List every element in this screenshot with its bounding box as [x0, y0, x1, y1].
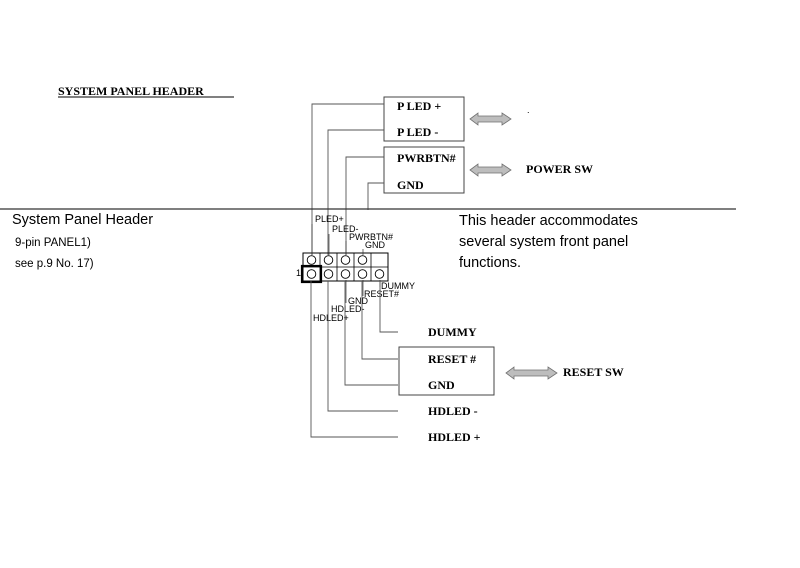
power-sw-double-arrow-icon — [469, 163, 512, 177]
pin-label-gnd-bottom: GND — [348, 296, 369, 306]
manual-subtitle-panel: 9-pin PANEL1) — [15, 237, 91, 249]
pin-label-gnd-top: GND — [365, 240, 386, 250]
reset-sw-double-arrow-icon — [505, 366, 558, 380]
bottom-wires — [310, 281, 398, 438]
description-line-3: functions. — [459, 255, 521, 271]
pin-label-pled-plus: PLED+ — [315, 214, 344, 224]
pin-gnd-bottom — [340, 269, 351, 279]
pwrbtn-label: PWRBTN# — [397, 151, 456, 165]
hdled-plus-label: HDLED + — [428, 430, 481, 444]
pin-header — [300, 252, 389, 284]
description-line-1: This header accommodates — [459, 213, 638, 229]
pwrbtn-connector-box — [383, 146, 465, 194]
description-line-2: several system front panel — [459, 234, 628, 250]
pin-hdled-plus — [306, 269, 317, 279]
manual-heading: System Panel Header — [12, 212, 153, 228]
pin-label-reset: RESET# — [364, 289, 399, 299]
pin-reset — [357, 269, 368, 279]
pled-plus-label: P LED + — [397, 99, 441, 113]
pin-label-hdled-plus: HDLED+ — [313, 313, 349, 323]
pin-label-hdled-minus: HDLED- — [331, 304, 365, 314]
pled-double-arrow-icon — [469, 112, 512, 126]
pin-one-marker — [300, 264, 323, 284]
pin-pled-minus — [323, 255, 334, 265]
manual-subtitle-ref: see p.9 No. 17) — [15, 258, 94, 270]
stray-mark: . — [527, 105, 530, 115]
pin-label-pwrbtn: PWRBTN# — [349, 232, 393, 242]
pin-label-dummy: DUMMY — [381, 281, 415, 291]
pin-pwrbtn — [340, 255, 351, 265]
reset-connector-box — [398, 346, 495, 396]
gnd-label-top: GND — [397, 178, 424, 192]
dummy-label: DUMMY — [428, 325, 477, 339]
pin-gnd-top — [357, 255, 368, 265]
pled-connector-box — [383, 96, 465, 142]
top-wires — [311, 103, 384, 255]
page-title: SYSTEM PANEL HEADER — [58, 84, 204, 98]
hdled-minus-label: HDLED - — [428, 404, 478, 418]
power-sw-label: POWER SW — [526, 162, 593, 176]
pin-label-pled-minus: PLED- — [332, 224, 359, 234]
top-pin-labels: PLED+ PLED- PWRBTN# GND — [311, 214, 393, 255]
pin-pled-plus — [306, 255, 317, 265]
pin-hdled-minus — [323, 269, 334, 279]
pled-minus-label: P LED - — [397, 125, 438, 139]
reset-sw-label: RESET SW — [563, 365, 624, 379]
gnd-label-bottom: GND — [428, 378, 455, 392]
reset-label: RESET # — [428, 352, 476, 366]
pin-one-label: 1 — [296, 268, 301, 278]
pin-dummy — [374, 269, 385, 279]
